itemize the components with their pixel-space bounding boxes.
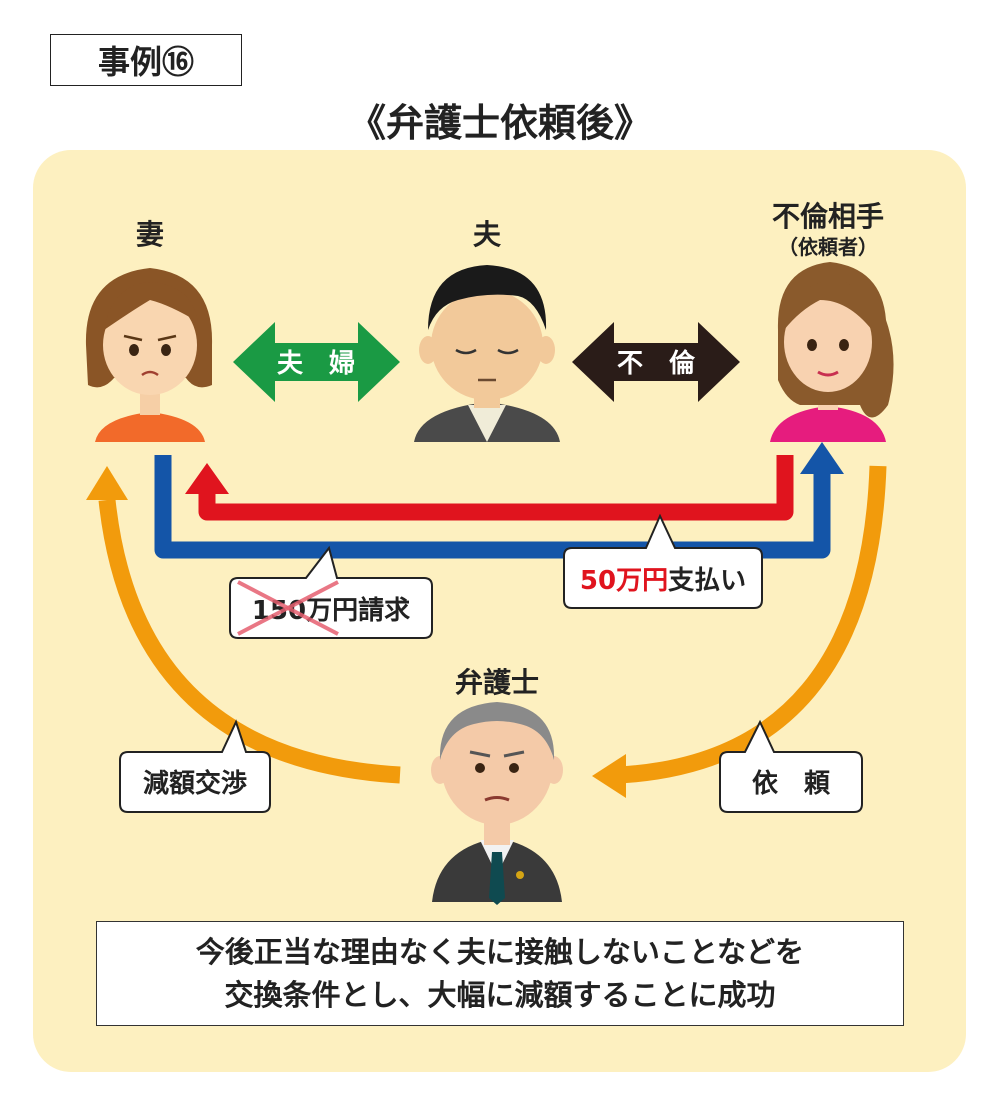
request-arrow	[592, 465, 887, 798]
summary-line-1: 今後正当な理由なく夫に接触しないことなどを	[195, 935, 805, 970]
label-client-note: （依頼者）	[778, 235, 878, 259]
label-wife: 妻	[136, 218, 164, 251]
payment-amount: 50万円	[580, 566, 668, 596]
label-affair-partner: 不倫相手	[772, 200, 884, 233]
affair-arrow: 不 倫	[572, 322, 740, 402]
lawyer-avatar	[431, 702, 563, 905]
payment-callout: 50万円支払い	[563, 513, 763, 609]
negotiation-callout: 減額交渉	[119, 719, 271, 813]
married-arrow: 夫 婦	[233, 322, 400, 402]
summary-line-2: 交換条件とし、大幅に減額することに成功	[224, 977, 776, 1012]
svg-text:50万円支払い: 50万円支払い	[580, 566, 746, 596]
affair-partner-avatar	[770, 262, 894, 442]
label-husband: 夫	[473, 218, 502, 251]
request-callout: 依 頼	[719, 719, 863, 813]
strike-line-2	[237, 580, 339, 636]
wife-avatar	[85, 268, 213, 442]
request-text: 依 頼	[752, 769, 831, 799]
claim-callout: 150万円請求	[229, 545, 433, 639]
husband-avatar	[414, 265, 560, 442]
negotiation-arrow	[86, 466, 401, 784]
case-label: 事例⑯	[50, 34, 242, 86]
negotiation-text: 減額交渉	[143, 768, 247, 799]
affair-label: 不 倫	[617, 348, 696, 379]
label-lawyer: 弁護士	[455, 666, 539, 699]
result-summary: 今後正当な理由なく夫に接触しないことなどを 交換条件とし、大幅に減額することに成…	[96, 921, 904, 1026]
claim-suffix: 請求	[358, 595, 410, 626]
payment-arrow	[185, 455, 794, 521]
page-title: 《弁護士依頼後》	[347, 101, 652, 145]
married-label: 夫 婦	[277, 349, 355, 379]
payment-suffix: 支払い	[668, 566, 746, 596]
claim-arrow	[154, 442, 844, 559]
